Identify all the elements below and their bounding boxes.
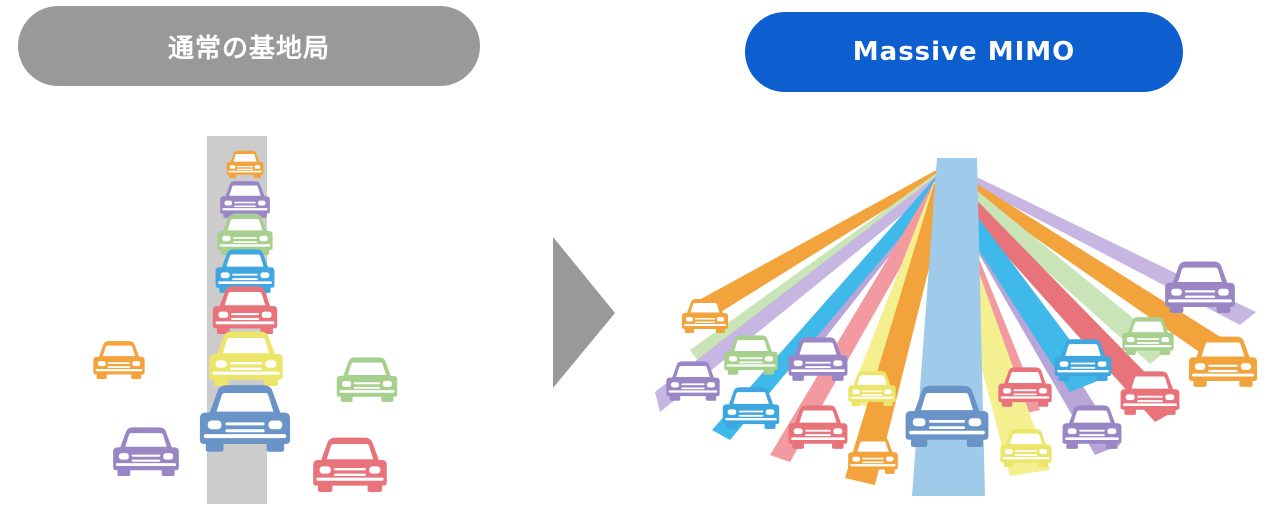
beam (935, 176, 1180, 422)
car-icon (848, 437, 898, 474)
car-icon (336, 357, 398, 402)
beam (938, 170, 1238, 365)
mimo-beam-group (655, 158, 1256, 496)
massive-mimo-title: Massive MIMO (852, 37, 1076, 67)
beam (770, 180, 950, 462)
standard-base-station-label: 通常の基地局 (18, 6, 480, 86)
car-icon (313, 437, 387, 492)
beam (690, 168, 952, 325)
standard-base-station-title: 通常の基地局 (167, 33, 330, 64)
car-icon (93, 341, 145, 379)
car-icon (722, 387, 780, 429)
car-icon (113, 427, 179, 476)
beam (845, 184, 950, 485)
next-arrow-icon (553, 237, 615, 388)
car-icon (1165, 261, 1235, 313)
left-car-group (93, 150, 398, 492)
massive-mimo-label: Massive MIMO (745, 12, 1183, 92)
